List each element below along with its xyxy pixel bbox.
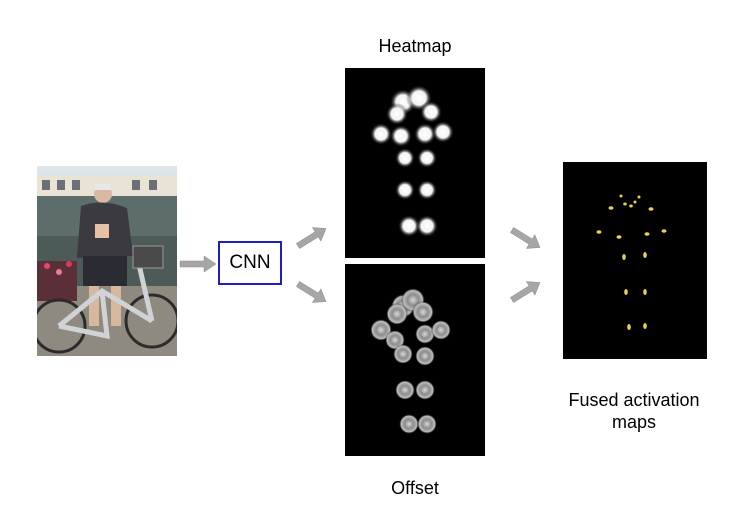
cnn-box: CNN <box>218 241 282 285</box>
heatmap-blob <box>417 148 437 168</box>
fused-keypoint <box>643 289 647 295</box>
arrow-to-offset <box>296 281 327 303</box>
offset-field <box>417 414 437 434</box>
fused-keypoint <box>644 232 650 236</box>
heatmap-blob <box>398 215 420 237</box>
offset-field <box>393 344 413 364</box>
offset-field <box>395 380 415 400</box>
fused-keypoint <box>637 195 641 199</box>
offset-field <box>431 320 451 340</box>
heatmap-blob <box>370 123 392 145</box>
fused-title-line1: Fused activation <box>568 390 700 410</box>
fused-keypoint <box>643 323 647 329</box>
cnn-label: CNN <box>229 252 271 273</box>
fused-keypoint <box>661 229 667 233</box>
fused-panel <box>563 162 707 359</box>
heatmap-blob <box>386 103 408 125</box>
heatmap-blob <box>432 121 454 143</box>
heatmap-panel <box>345 68 485 258</box>
offset-field <box>399 414 419 434</box>
arrow-to-heatmap <box>296 227 327 249</box>
fused-keypoint <box>596 230 602 234</box>
heatmap-blob <box>395 148 415 168</box>
offset-field <box>412 301 434 323</box>
fused-keypoint <box>619 194 623 198</box>
offset-field <box>415 324 435 344</box>
fused-keypoint <box>616 235 622 239</box>
heatmap-blob <box>420 101 442 123</box>
offset-field <box>386 303 408 325</box>
offset-fields <box>370 288 451 434</box>
offset-title: Offset <box>391 478 439 498</box>
heatmap-blob <box>416 215 438 237</box>
arrow-to-cnn <box>179 255 217 273</box>
heatmap-title: Heatmap <box>378 36 452 56</box>
fused-keypoint <box>643 252 647 258</box>
heatmap-blob <box>414 123 436 145</box>
fused-title: Fused activation maps <box>548 389 720 433</box>
fused-keypoint <box>623 202 627 206</box>
fused-keypoint <box>622 254 626 260</box>
arrow-offset-to-fused <box>510 281 541 303</box>
offset-panel <box>345 264 485 456</box>
offset-field <box>415 346 435 366</box>
fused-keypoint <box>648 207 654 211</box>
fused-keypoint <box>624 289 628 295</box>
heatmap-blob <box>390 125 412 147</box>
heatmap-blob <box>417 180 437 200</box>
offset-field <box>415 380 435 400</box>
heatmap-blobs <box>370 85 454 237</box>
fused-keypoint <box>608 206 614 210</box>
fused-keypoint <box>627 324 631 330</box>
arrow-heatmap-to-fused <box>510 227 541 249</box>
fused-keypoint <box>629 204 633 208</box>
input-photo <box>37 166 177 356</box>
heatmap-blob <box>395 180 415 200</box>
fused-keypoints <box>596 194 667 330</box>
fused-title-line2: maps <box>611 412 656 432</box>
fused-keypoint <box>633 200 637 204</box>
